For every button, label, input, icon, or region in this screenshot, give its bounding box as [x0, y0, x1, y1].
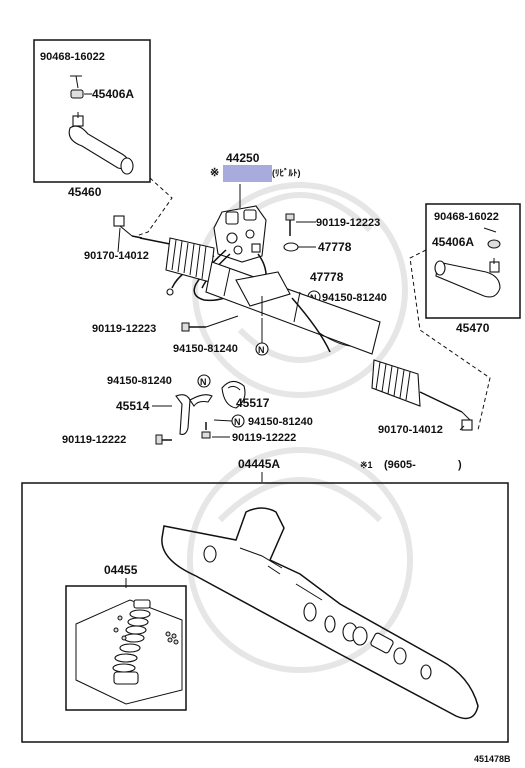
label-94150-81240-b: 94150-81240 [173, 343, 238, 355]
n-mark-2-text: N [258, 345, 265, 355]
leader-45460-dashed [135, 177, 173, 237]
tie-rod-end-left-box [33, 39, 151, 183]
label-90170-14012-left: 90170-14012 [84, 250, 149, 262]
label-45406a-left: 45406A [92, 87, 134, 101]
note-close: ) [458, 459, 462, 471]
rebuilt-highlight [223, 165, 272, 182]
grommet-45517 [221, 380, 246, 409]
note-prefix: ※1 [360, 460, 373, 470]
bolt-90119-12222-right [201, 422, 211, 439]
steering-rack-housing [113, 215, 473, 431]
castle-nut-left [70, 89, 84, 99]
bolt-90119-12222-left [155, 434, 172, 445]
n-mark-3-text: N [200, 377, 207, 387]
label-44250: 44250 [226, 151, 260, 165]
cotter-pin-left [70, 75, 82, 89]
bolt-90119-12223-upper [285, 213, 295, 236]
label-94150-81240-a: 94150-81240 [322, 292, 387, 304]
label-47778-lower: 47778 [310, 270, 344, 284]
castle-nut-right [487, 239, 501, 249]
label-04445a: 04445A [238, 457, 280, 471]
label-90468-16022-left: 90468-16022 [40, 51, 105, 63]
tie-rod-end-right-box [425, 203, 521, 319]
label-04455: 04455 [104, 563, 138, 577]
label-90119-12222-left: 90119-12222 [62, 434, 126, 446]
label-45406a-right: 45406A [432, 235, 474, 249]
kit-box-04445a [21, 482, 509, 743]
label-47778-upper: 47778 [318, 240, 352, 254]
ref-mark: ※ [210, 167, 219, 179]
label-90468-16022-right: 90468-16022 [434, 211, 499, 223]
n-mark-3 [197, 374, 211, 388]
label-94150-81240-c: 94150-81240 [107, 375, 172, 387]
bracket-45514 [175, 394, 213, 435]
label-94150-81240-d: 94150-81240 [248, 416, 313, 428]
tie-rod-end-right [434, 258, 501, 298]
rebuilt-note: (ﾘﾋﾞﾙﾄ) [272, 167, 301, 178]
kit-box-04455 [65, 585, 187, 711]
tie-rod-end-left [68, 112, 134, 175]
n-mark-4-text: N [234, 417, 241, 427]
label-45517: 45517 [236, 396, 270, 410]
label-45470: 45470 [456, 321, 490, 335]
label-90119-12222-right: 90119-12222 [232, 432, 296, 444]
seal-kit-parts [75, 599, 183, 705]
label-45460: 45460 [68, 185, 102, 199]
washer-47778-upper [283, 242, 299, 252]
label-90119-12223-upper: 90119-12223 [316, 217, 380, 229]
note-date: (9605- [384, 459, 416, 471]
label-90119-12223-lower: 90119-12223 [92, 323, 156, 335]
kit-rack-housing-outline [161, 507, 479, 720]
control-valve-housing [213, 205, 267, 263]
diagram-id: 451478B [474, 754, 511, 764]
bolt-90119-12223-lower [181, 322, 206, 332]
label-45514: 45514 [116, 399, 150, 413]
label-90170-14012-right: 90170-14012 [378, 424, 443, 436]
